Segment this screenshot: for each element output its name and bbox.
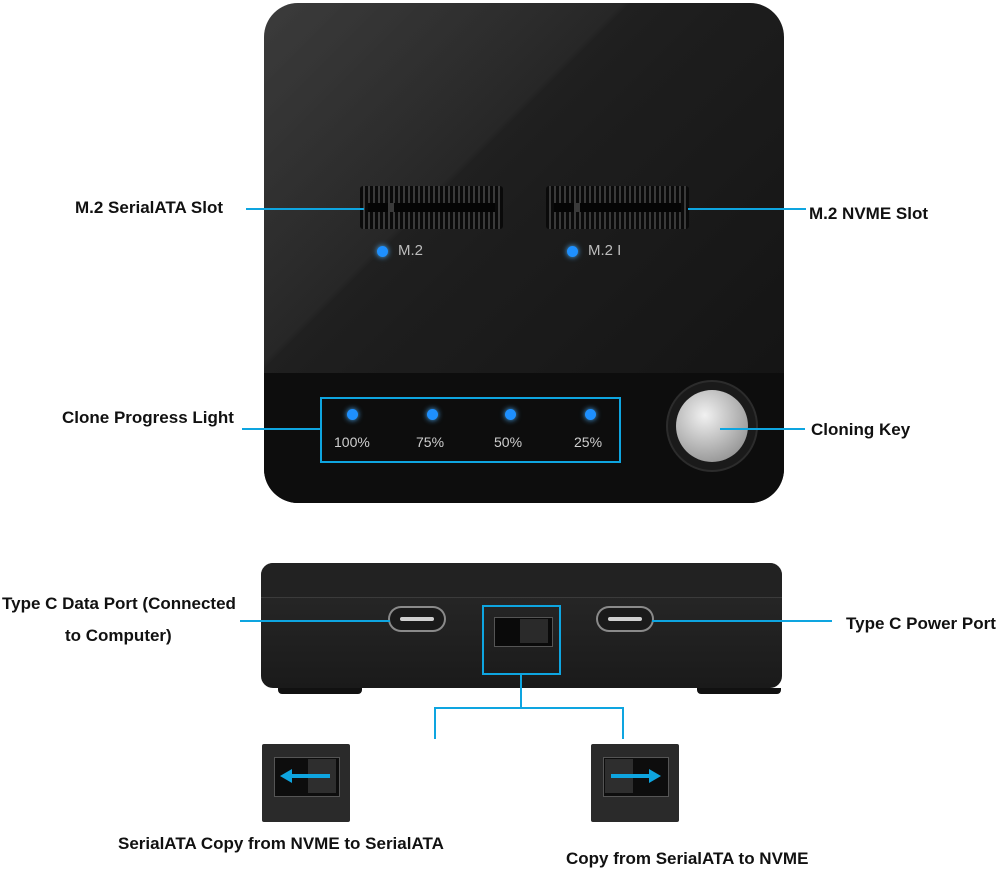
progress-label-75: 75%: [416, 434, 445, 450]
sata-slot-callout-line: [246, 208, 364, 210]
usb-c-power-port: [598, 608, 652, 630]
sata-led-label: M.2: [398, 242, 424, 259]
switch-branch-stem: [520, 675, 522, 708]
nvme-slot-label: M.2 NVME Slot: [809, 204, 929, 223]
usb-c-data-port: [390, 608, 444, 630]
progress-label-100: 100%: [334, 434, 370, 450]
dock-lid: [261, 563, 782, 598]
copy-to-sata-label: SerialATA Copy from NVME to SerialATA: [118, 834, 444, 853]
dock-foot-left: [278, 688, 362, 694]
port-tongue: [608, 617, 642, 621]
clone-progress-callout-line: [242, 428, 320, 430]
mode-switch-highlight: [482, 605, 561, 675]
switch-branch-bar: [434, 707, 624, 709]
slot-key: [388, 203, 394, 212]
progress-led-50: [505, 409, 516, 420]
power-port-label: Type C Power Port: [846, 614, 996, 633]
arrow-right-icon: [611, 769, 661, 783]
port-tongue: [400, 617, 434, 621]
power-port-callout-line: [652, 620, 832, 622]
progress-label-50: 50%: [494, 434, 523, 450]
progress-led-100: [347, 409, 358, 420]
switch-position-left: [262, 744, 350, 822]
cloning-key-button: [668, 382, 756, 470]
data-port-label-line2: to Computer): [65, 626, 172, 645]
switch-position-right: [591, 744, 679, 822]
arrow-left-icon: [280, 769, 330, 783]
dock-side-view: [261, 563, 782, 688]
cloning-key-label: Cloning Key: [811, 420, 911, 439]
progress-label-25: 25%: [574, 434, 603, 450]
slot-opening: [554, 203, 681, 212]
dock-foot-right: [697, 688, 781, 694]
slot-key: [574, 203, 580, 212]
progress-led-75: [427, 409, 438, 420]
data-port-callout-line: [240, 620, 390, 622]
switch-knob: [520, 619, 548, 643]
sata-slot-label: M.2 SerialATA Slot: [75, 198, 223, 217]
nvme-led-label: M.2 I: [588, 242, 622, 259]
clone-progress-label: Clone Progress Light: [62, 408, 234, 427]
cloning-key-callout-line: [720, 428, 805, 430]
nvme-slot-callout-line: [688, 208, 806, 210]
progress-led-25: [585, 409, 596, 420]
switch-branch-right: [622, 707, 624, 739]
dock-top-view: M.2 M.2 I: [264, 3, 784, 503]
cloning-key-cap: [676, 390, 748, 462]
surface-sheen: [264, 3, 784, 378]
clone-progress-highlight: 100% 75% 50% 25%: [320, 397, 621, 463]
switch-branch-left: [434, 707, 436, 739]
nvme-led: [567, 246, 578, 257]
slot-opening: [368, 203, 495, 212]
data-port-label-line1: Type C Data Port (Connected: [2, 594, 236, 613]
nvme-slot: [546, 186, 689, 229]
copy-to-nvme-label: Copy from SerialATA to NVME: [566, 849, 809, 868]
sata-slot: [360, 186, 503, 229]
sata-led: [377, 246, 388, 257]
